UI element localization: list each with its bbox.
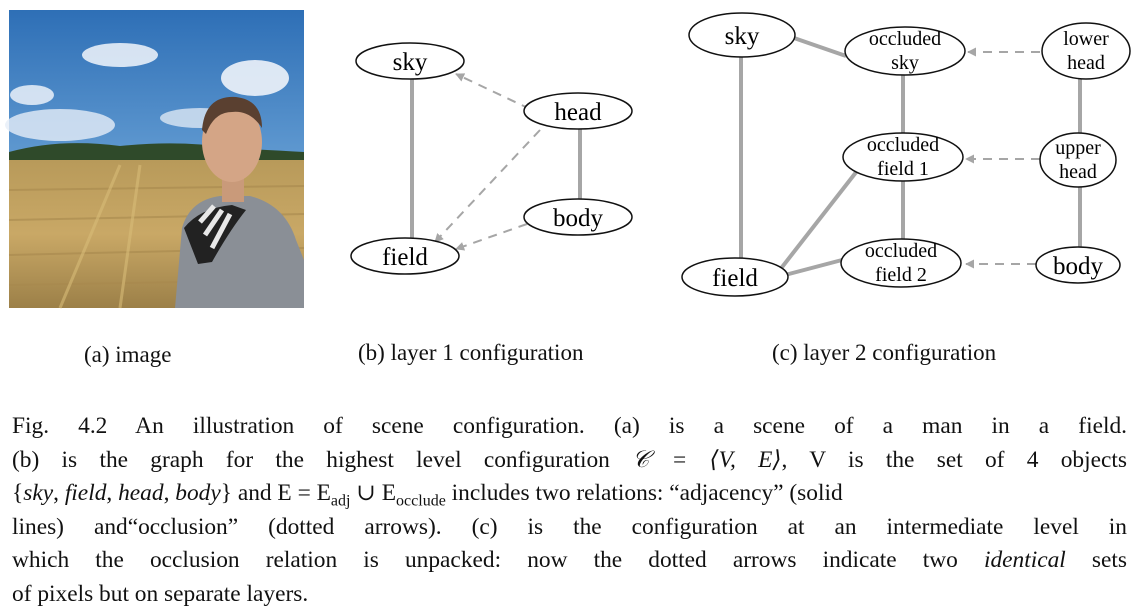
caption-line-4: lines) and“occlusion” (dotted arrows). (…	[12, 513, 1127, 540]
math-configuration: 𝒞 = ⟨V, E⟩	[632, 446, 782, 473]
subcaption-c: (c) layer 2 configuration	[772, 340, 997, 365]
b-node-body: body	[553, 205, 604, 232]
b-node-sky: sky	[393, 49, 428, 76]
subcaption-a: (a) image	[84, 342, 172, 367]
b-node-field: field	[382, 244, 428, 271]
c-node-field: field	[712, 265, 758, 292]
caption-line-5: which the occlusion relation is unpacked…	[12, 547, 1128, 573]
caption-line-1: Fig. 4.2 An illustration of scene config…	[12, 413, 1127, 439]
b-node-head: head	[554, 99, 602, 126]
subcaption-b: (b) layer 1 configuration	[358, 340, 584, 365]
caption-line-3: {sky, field, head, body} and E = Eadj ∪ …	[12, 480, 843, 510]
figure-caption: Fig. 4.2 An illustration of scene config…	[12, 410, 1127, 611]
caption-line-6: of pixels but on separate layers.	[12, 580, 309, 607]
c-node-sky: sky	[725, 23, 760, 50]
c-node-body: body	[1053, 253, 1104, 280]
scene-photo	[5, 10, 305, 309]
layer1-graph: sky head body field	[350, 42, 633, 275]
caption-line-2: (b) is the graph for the highest level c…	[12, 446, 1127, 473]
